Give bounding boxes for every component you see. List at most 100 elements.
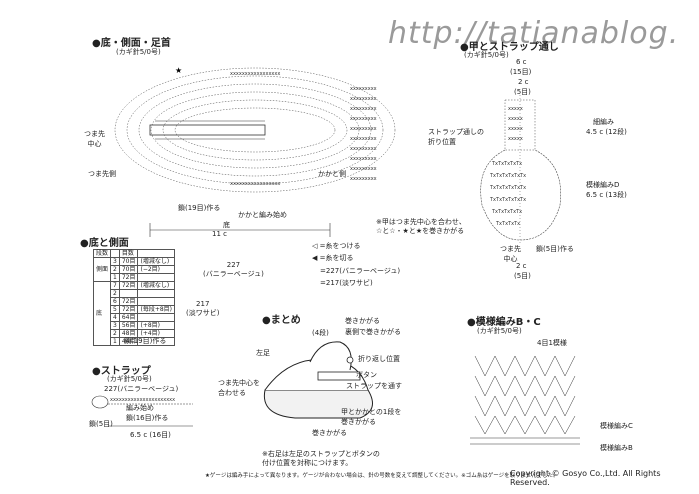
pattern-bc-title: ●模様編みB・C <box>467 317 541 328</box>
svg-text:xxxxxxxxx: xxxxxxxxx <box>350 166 377 172</box>
pattern-bc-hook: (カギ針5/0号) <box>477 327 522 335</box>
instep-mid-st: (5目) <box>514 88 531 96</box>
svg-text:xxxxxxxxx: xxxxxxxxx <box>350 136 377 142</box>
sole-width-label: 11 c <box>212 230 227 238</box>
summary-fold: 折り返し位置 <box>358 355 400 363</box>
row-num: 2 <box>110 265 120 274</box>
svg-text:xxxxx: xxxxx <box>508 126 523 132</box>
svg-text:TxTxTxTx: TxTxTxTx <box>495 221 520 227</box>
row-note: (増減なし) <box>137 281 176 290</box>
row-num: 6 <box>110 297 120 306</box>
heel-start-label: かかと編み始め <box>238 211 287 219</box>
svg-text:TxTxTxTxTx: TxTxTxTxTx <box>491 161 522 167</box>
svg-text:xxxxx: xxxxx <box>508 116 523 122</box>
svg-text:xxxxxxxxx: xxxxxxxxx <box>350 156 377 162</box>
strap-width: 6.5 c (16目) <box>130 431 171 439</box>
instep-title: ●甲とストラップ通し <box>460 42 559 53</box>
summary-join: 甲とかかとの1段を 巻きかがる <box>341 408 402 426</box>
strap-chart: xxxxxxxxxxxxxxxxxxxxxx <box>91 395 193 427</box>
strap-hook: (カギ針5/0号) <box>107 375 152 383</box>
summary-right-note-1: ※右足は左足のストラップとボタンの <box>262 450 380 458</box>
yarn-217: 217 (淡ワサビ) <box>186 300 220 317</box>
row-num: 2 <box>110 329 120 338</box>
summary-wrap1: 巻きかがる <box>345 317 380 325</box>
narrow-val: 4.5 c (12段) <box>586 128 627 136</box>
row-num: 3 <box>110 257 120 266</box>
sole-chain-label: 鎖(19目)作る <box>178 204 221 212</box>
row-num: 2 <box>110 289 120 298</box>
sole-chart: xxxxxxxxx xxxxxxxxx xxxxxxxxx xxxxxxxxx xx… <box>114 66 396 237</box>
legend-cut: ◀ =糸を切る <box>312 254 354 262</box>
gauge-note: ★ゲージは編み手によって異なります。ゲージが合わない場合は、針の号数を変えて調整… <box>205 473 559 479</box>
svg-text:xxxxxxxxx: xxxxxxxxx <box>350 86 377 92</box>
summary-title: ●まとめ <box>262 315 301 326</box>
row-st: 72目 <box>118 297 139 306</box>
row-st: 64目 <box>118 313 139 322</box>
narrow-label: 細編み <box>593 118 614 126</box>
row-note <box>137 337 176 346</box>
row-note <box>137 297 176 306</box>
svg-text:xxxxxxxxx: xxxxxxxxx <box>350 176 377 182</box>
summary-left: 左足 <box>256 349 270 357</box>
svg-text:xxxxxxxxxxxxxxxxx: xxxxxxxxxxxxxxxxx <box>230 71 280 77</box>
pattern-bc-chart <box>470 355 580 445</box>
svg-text:xxxxxxxxxxxxxxxxx: xxxxxxxxxxxxxxxxx <box>230 181 280 187</box>
summary-four: (4段) <box>312 329 329 337</box>
svg-text:TxTxTxTxTxTx: TxTxTxTxTxTx <box>489 173 526 179</box>
heel-side-label: かかと側 <box>318 170 346 178</box>
legend-217: =217(淡ワサビ) <box>320 279 373 287</box>
instep-hook: (カギ針5/0号) <box>464 51 509 59</box>
row-num: 7 <box>110 281 120 290</box>
row-num: 5 <box>110 305 120 314</box>
summary-toe-match: つま先中心を 合わせる <box>218 379 260 397</box>
summary-wrap2: 巻きかがる <box>312 429 347 437</box>
body-title: ●底と側面 <box>80 238 129 249</box>
svg-text:xxxxxxxxx: xxxxxxxxx <box>350 146 377 152</box>
row-note <box>137 313 176 322</box>
row-st: 70目 <box>118 257 139 266</box>
svg-text:xxxxxxxxxxxxxxxxxxxxxx: xxxxxxxxxxxxxxxxxxxxxx <box>110 397 175 403</box>
svg-text:xxxxxxxxx: xxxxxxxxx <box>350 116 377 122</box>
svg-text:xxxxxxxxx: xxxxxxxxx <box>350 106 377 112</box>
copyright: Copyright © Gosyo Co.,Ltd. All Rights Re… <box>510 469 661 487</box>
strap-chain5: 鎖(5目) <box>89 420 113 428</box>
instep-bot-st: (5目) <box>514 272 531 280</box>
summary-strap-thru: ストラップを通す <box>346 382 402 390</box>
svg-text:xxxxxxxxx: xxxxxxxxx <box>350 126 377 132</box>
body-chain-note: 鎖(19目)作る <box>124 337 167 345</box>
row-st: 56目 <box>118 321 139 330</box>
svg-text:TxTxTxTxTxTx: TxTxTxTxTxTx <box>489 197 526 203</box>
svg-text:TxTxTxTxTx: TxTxTxTxTx <box>491 209 522 215</box>
strap-start: 編み始め <box>126 404 154 412</box>
row-note: (毎段+8目) <box>137 305 176 314</box>
svg-text:xxxxxxxxx: xxxxxxxxx <box>350 96 377 102</box>
pattern-c-label: 模様編みC <box>600 422 633 430</box>
row-num: 1 <box>110 273 120 282</box>
strap-chain16: 鎖(16目)作る <box>126 414 169 422</box>
col-rows: 段数 <box>92 249 112 258</box>
svg-text:★: ★ <box>175 66 182 75</box>
yarn-227: 227 (バニラーベージュ) <box>203 261 264 278</box>
legend-note-2: ☆と☆・★と★を巻きかがる <box>376 227 465 235</box>
instep-bot-w: 2 c <box>516 262 527 270</box>
svg-text:xxxxx: xxxxx <box>508 136 523 142</box>
bottom-label: 底 <box>92 281 112 346</box>
instep-top-st: (15目) <box>510 68 532 76</box>
instep-chart: xxxxxxxxxxxxxxxxxxxx TxTxTxTxTxTxTxTxTxT… <box>480 95 561 245</box>
side-label: 側面 <box>92 257 112 282</box>
toe-center-label: つま先 中心 <box>84 130 105 148</box>
sole-title: ●底・側面・足首 <box>92 38 171 49</box>
row-note: (増減なし) <box>137 257 176 266</box>
row-num: 3 <box>110 321 120 330</box>
pattern-b-label: 模様編みB <box>600 444 633 452</box>
row-st: 72目 <box>118 305 139 314</box>
row-st <box>118 289 139 298</box>
row-st: 72目 <box>118 281 139 290</box>
row-num: 1 <box>110 337 120 346</box>
summary-button: ボタン <box>356 371 377 379</box>
instep-mid-w: 2 c <box>518 78 529 86</box>
strap-title: ●ストラップ <box>92 366 151 377</box>
row-note <box>137 273 176 282</box>
row-st: 70目 <box>118 265 139 274</box>
